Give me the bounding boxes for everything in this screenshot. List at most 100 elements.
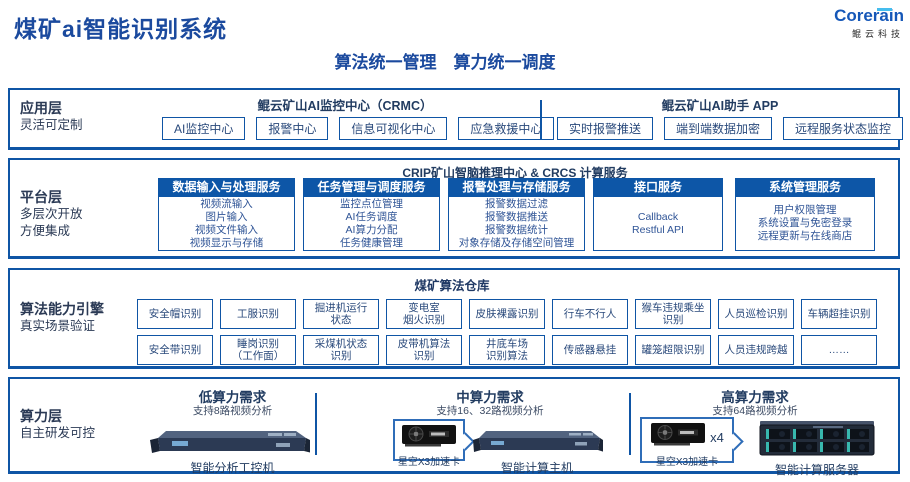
application-layer-label: 应用层 灵活可定制 bbox=[20, 99, 83, 134]
card-line: 任务健康管理 bbox=[340, 236, 403, 249]
card-line: 系统设置与免密登录 bbox=[757, 217, 853, 229]
compute-layer-label: 算力层 自主研发可控 bbox=[20, 407, 95, 442]
button-emergency-rescue-center: 应急救援中心 bbox=[458, 117, 555, 140]
algo-tile-roadheader-status: 掘进机运行 状态 bbox=[303, 299, 379, 329]
low-compute-device-label: 智能分析工控机 bbox=[190, 461, 275, 475]
algo-tile-shaft-bottom-yard: 井底车场 识别算法 bbox=[469, 335, 545, 365]
high-compute-title: 高算力需求 bbox=[721, 390, 789, 405]
algo-tile-helmet: 安全帽识别 bbox=[137, 299, 213, 329]
app-section-title: 鲲云矿山AI助手 APP bbox=[661, 99, 779, 113]
accelerator-card-label: 星空X3加速卡 bbox=[397, 457, 461, 468]
card-line: 视频流输入 bbox=[200, 197, 253, 210]
layer-feature-2: 方便集成 bbox=[20, 224, 71, 238]
card-header: 接口服务 bbox=[593, 178, 723, 197]
high-compute-subtitle: 支持64路视频分析 bbox=[712, 405, 798, 417]
card-line: 视频文件输入 bbox=[195, 223, 258, 236]
card-header: 任务管理与调度服务 bbox=[303, 178, 440, 197]
gpu-card-image bbox=[650, 422, 706, 453]
card-header: 系统管理服务 bbox=[735, 178, 875, 197]
algo-tile-shearer-status: 采煤机状态 识别 bbox=[303, 335, 379, 365]
card-line: AI任务调度 bbox=[345, 210, 398, 223]
app-buttons: 实时报警推送 端到端数据加密 远程服务状态监控 bbox=[557, 117, 904, 140]
layer-feature: 自主研发可控 bbox=[20, 426, 96, 440]
card-line: Restful API bbox=[632, 223, 684, 236]
card-body: 监控点位管理 AI任务调度 AI算力分配 任务健康管理 bbox=[303, 197, 440, 251]
button-end-to-end-encryption: 端到端数据加密 bbox=[664, 117, 773, 140]
algorithm-layer-label: 算法能力引擎 真实场景验证 bbox=[20, 300, 104, 335]
algo-tile-monkey-car-riding: 猴车违规乘坐 识别 bbox=[635, 299, 711, 329]
card-header: 报警处理与存储服务 bbox=[448, 178, 585, 197]
card-line: Callback bbox=[637, 210, 679, 223]
card-line: 视频显示与存储 bbox=[189, 236, 264, 249]
algo-tile-seatbelt: 安全带识别 bbox=[137, 335, 213, 365]
compute-divider-2 bbox=[629, 393, 631, 455]
compute-divider-1 bbox=[315, 393, 317, 455]
algo-tile-substation-fire: 变电室 烟火识别 bbox=[386, 299, 462, 329]
logo-accent-bar bbox=[877, 8, 892, 11]
button-info-visualization-center: 信息可视化中心 bbox=[339, 117, 448, 140]
algo-tile-cage-overlimit: 罐笼超限识别 bbox=[635, 335, 711, 365]
accelerator-card-box-mid: 星空X3加速卡 bbox=[393, 419, 475, 468]
arrow-right-icon bbox=[456, 432, 475, 452]
algo-tile-skin-exposure: 皮肤裸露识别 bbox=[469, 299, 545, 329]
algo-tile-sensor-suspension: 传感器悬挂 bbox=[552, 335, 628, 365]
low-compute-title: 低算力需求 bbox=[198, 390, 267, 405]
algo-tile-more: …… bbox=[801, 335, 877, 365]
card-line: 对象存储及存储空间管理 bbox=[458, 236, 575, 249]
button-ai-monitor-center: AI监控中心 bbox=[162, 117, 246, 140]
mid-compute-subtitle: 支持16、32路视频分析 bbox=[436, 405, 544, 417]
low-compute-subtitle: 支持8路视频分析 bbox=[192, 405, 273, 417]
algo-tile-personnel-patrol: 人员巡检识别 bbox=[718, 299, 794, 329]
algo-tile-vehicle-no-pedestrian: 行车不行人 bbox=[552, 299, 628, 329]
high-compute-device-label: 智能计算服务器 bbox=[774, 463, 859, 477]
crmc-section-title: 鲲云矿山AI监控中心（CRMC） bbox=[257, 99, 433, 113]
layer-feature: 灵活可定制 bbox=[20, 118, 83, 132]
card-line: 监控点位管理 bbox=[340, 197, 403, 210]
algo-tile-illegal-crossing: 人员违规跨越 bbox=[718, 335, 794, 365]
layer-name: 应用层 bbox=[20, 100, 62, 116]
card-line: 图片输入 bbox=[205, 210, 248, 223]
algo-tile-uniform: 工服识别 bbox=[220, 299, 296, 329]
card-task-management-service: 任务管理与调度服务 监控点位管理 AI任务调度 AI算力分配 任务健康管理 bbox=[303, 178, 440, 251]
logo-chinese-text: 鲲云科技 bbox=[851, 29, 904, 39]
card-alarm-storage-service: 报警处理与存储服务 报警数据过滤 报警数据推送 报警数据统计 对象存储及存储空间… bbox=[448, 178, 585, 251]
button-alarm-center: 报警中心 bbox=[256, 117, 329, 140]
card-header: 数据输入与处理服务 bbox=[158, 178, 295, 197]
card-body: 视频流输入 图片输入 视频文件输入 视频显示与存储 bbox=[158, 197, 295, 251]
button-realtime-alarm-push: 实时报警推送 bbox=[557, 117, 654, 140]
algorithm-layer-box: 煤矿算法仓库 算法能力引擎 真实场景验证 安全帽识别 工服识别 掘进机运行 状态… bbox=[8, 268, 900, 369]
card-body: 用户权限管理 系统设置与免密登录 远程更新与在线商店 bbox=[735, 197, 875, 251]
layer-feature-1: 多层次开放 bbox=[20, 207, 83, 221]
algo-tile-belt-conveyor: 皮带机算法 识别 bbox=[386, 335, 462, 365]
card-interface-service: 接口服务 Callback Restful API bbox=[593, 178, 723, 251]
crmc-buttons: AI监控中心 报警中心 信息可视化中心 应急救援中心 bbox=[162, 117, 555, 140]
page-title: 煤矿ai智能识别系统 bbox=[14, 16, 228, 42]
application-layer-box: 应用层 灵活可定制 鲲云矿山AI监控中心（CRMC） AI监控中心 报警中心 信… bbox=[8, 88, 904, 150]
card-line: 报警数据推送 bbox=[485, 210, 548, 223]
accelerator-card-box-high: x4 星空X3加速卡 bbox=[640, 417, 744, 468]
card-line: AI算力分配 bbox=[345, 223, 398, 236]
platform-layer-box: CRIP矿山智脑推理中心 & CRCS 计算服务 平台层 多层次开放 方便集成 … bbox=[8, 158, 900, 259]
card-system-management-service: 系统管理服务 用户权限管理 系统设置与免密登录 远程更新与在线商店 bbox=[735, 178, 875, 251]
card-body: Callback Restful API bbox=[593, 197, 723, 251]
card-line: 用户权限管理 bbox=[773, 204, 837, 216]
card-line: 报警数据统计 bbox=[485, 223, 548, 236]
card-line: 远程更新与在线商店 bbox=[757, 230, 853, 242]
layer-name: 平台层 bbox=[20, 189, 62, 205]
rack-server-1u-image bbox=[150, 423, 312, 462]
rack-server-2u-image bbox=[758, 419, 876, 464]
algorithm-warehouse-title: 煤矿算法仓库 bbox=[414, 279, 490, 293]
button-remote-service-monitor: 远程服务状态监控 bbox=[783, 117, 904, 140]
card-data-input-service: 数据输入与处理服务 视频流输入 图片输入 视频文件输入 视频显示与存储 bbox=[158, 178, 295, 251]
algo-tile-vehicle-overhitch: 车辆超挂识别 bbox=[801, 299, 877, 329]
layer-name: 算力层 bbox=[20, 408, 62, 424]
gpu-card-image bbox=[401, 424, 457, 453]
corerain-logo: Corerain 鲲云科技 bbox=[824, 6, 904, 40]
rack-server-1u-image bbox=[473, 425, 604, 460]
layer-feature: 真实场景验证 bbox=[20, 319, 96, 333]
compute-layer-box: 算力层 自主研发可控 低算力需求 支持8路视频分析 智能分析工控机 中算力需求 … bbox=[8, 377, 900, 477]
mid-compute-device-label: 智能计算主机 bbox=[500, 461, 573, 475]
logo-brand-text: Corerain bbox=[834, 6, 904, 25]
arrow-right-icon bbox=[725, 432, 744, 451]
page-subtitle: 算法统一管理 算力统一调度 bbox=[334, 53, 556, 72]
